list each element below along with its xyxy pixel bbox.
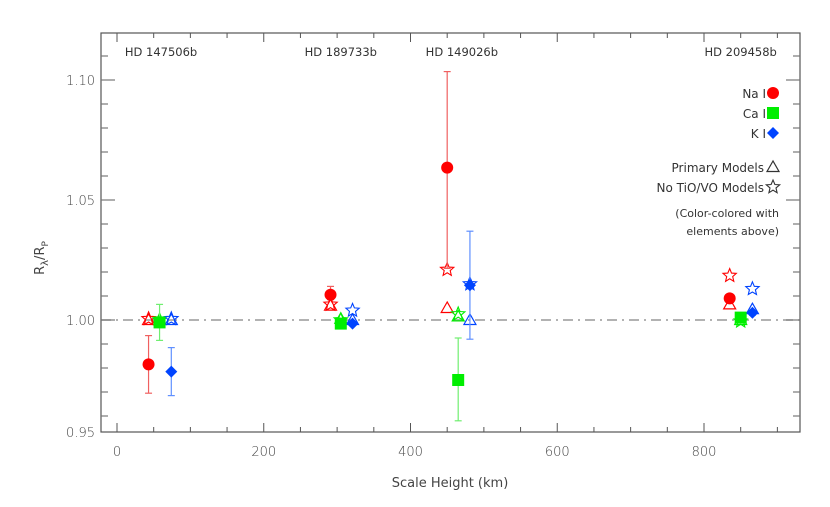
data-point: [334, 317, 347, 330]
axes: 0 200 400 600 800 0.95 1.00 1.05 1.10: [66, 32, 801, 460]
data-point: [463, 230, 476, 340]
star-icon: [344, 301, 361, 318]
diamond-marker-icon: [165, 365, 178, 378]
data-point: [324, 285, 337, 301]
x-tick-label: 200: [251, 445, 276, 460]
circle-marker-icon: [324, 288, 337, 301]
y-tick-label: 1.05: [66, 194, 95, 209]
y-axis-title: Rλ/RP: [33, 241, 51, 275]
legend-label: K I: [751, 127, 766, 141]
diamond-marker-icon: [463, 279, 476, 292]
star-icon: [721, 267, 738, 283]
diamond-marker-icon: [346, 317, 359, 330]
y-tick-label: 1.10: [66, 74, 95, 89]
square-marker-icon: [767, 107, 779, 119]
plot-frame: [100, 32, 801, 433]
square-marker-icon: [153, 316, 166, 329]
legend-label: Na I: [742, 87, 766, 101]
legend-label: Ca I: [743, 107, 766, 121]
x-tick-label: 600: [545, 445, 570, 460]
planet-label: HD 209458b: [705, 45, 777, 59]
triangle-icon: [722, 297, 737, 310]
circle-marker-icon: [723, 292, 736, 305]
planet-label: HD 189733b: [305, 45, 377, 59]
data-point: [153, 303, 166, 341]
diamond-marker-icon: [746, 306, 759, 319]
x-tick-label: 400: [398, 445, 423, 460]
x-tick-label: 0: [113, 445, 121, 460]
square-marker-icon: [734, 311, 747, 324]
data-point: [165, 347, 178, 397]
y-tick-label: 1.00: [66, 314, 95, 329]
planet-label: HD 147506b: [125, 45, 197, 59]
data-point: [734, 311, 747, 324]
star-icon: [764, 178, 782, 194]
data-point: [452, 337, 465, 422]
circle-marker-icon: [142, 358, 155, 371]
circle-marker-icon: [767, 87, 779, 99]
star-icon: [744, 280, 761, 296]
data-points: [140, 70, 761, 422]
star-icon: [439, 261, 456, 277]
x-axis-title: Scale Height (km): [392, 476, 509, 491]
data-point: [346, 317, 359, 330]
star-icon: [450, 305, 467, 321]
legend-note: (Color-colored with: [675, 207, 779, 220]
diamond-marker-icon: [767, 127, 779, 139]
x-tick-label: 800: [692, 445, 717, 460]
triangle-icon: [765, 159, 781, 173]
legend-label: No TiO/VO Models: [657, 181, 764, 195]
square-marker-icon: [452, 374, 465, 386]
square-marker-icon: [334, 317, 347, 330]
y-tick-label: 0.95: [66, 426, 95, 441]
data-point: [142, 335, 155, 394]
legend-note: elements above): [686, 225, 779, 238]
planet-labels: HD 147506b HD 189733b HD 149026b HD 209458b: [125, 45, 777, 59]
data-point: [746, 306, 759, 319]
svg-text:Rλ/RP: Rλ/RP: [33, 241, 51, 275]
planet-label: HD 149026b: [426, 45, 498, 59]
star-icon: [163, 310, 180, 326]
star-icon: [322, 295, 339, 312]
data-point: [441, 70, 454, 269]
legend: Na I Ca I K I Primary Models No TiO/VO Model…: [657, 87, 782, 238]
data-point: [723, 292, 736, 305]
circle-marker-icon: [441, 161, 454, 174]
triangle-icon: [440, 300, 455, 314]
legend-label: Primary Models: [672, 161, 764, 175]
